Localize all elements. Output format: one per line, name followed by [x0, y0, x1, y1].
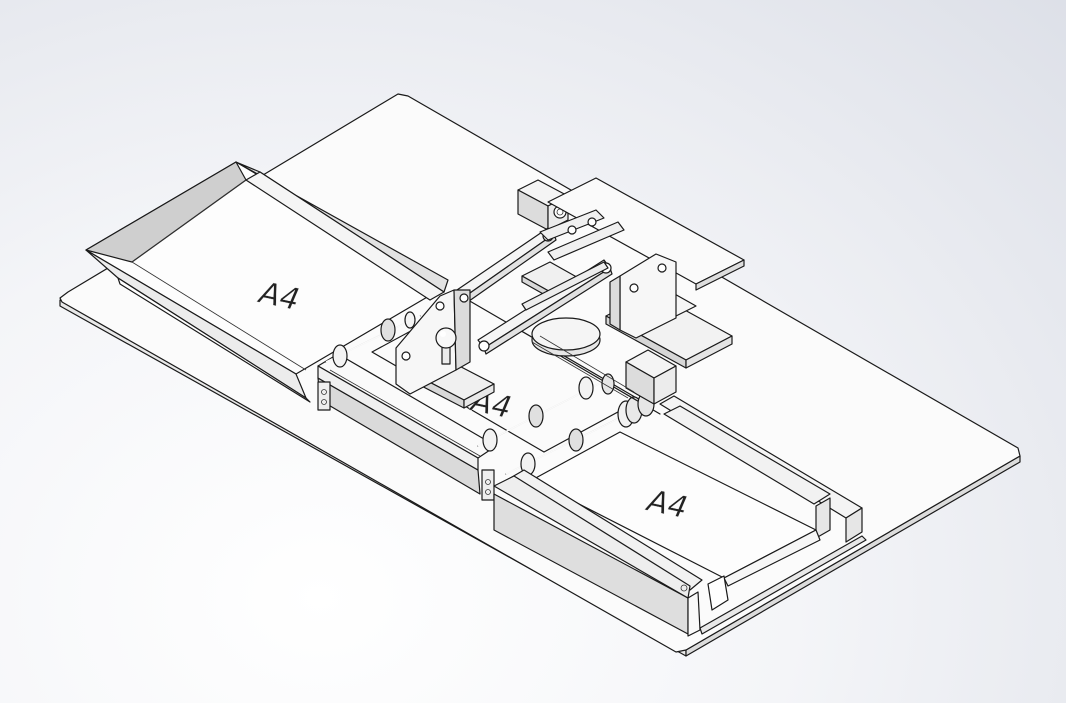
gripper-ball-knob[interactable]: [435, 327, 457, 365]
left-conveyor-rail: [317, 353, 497, 501]
left-arm-support-plate: [395, 289, 471, 395]
front-stepper-motor[interactable]: [625, 349, 677, 405]
right-arm-support-plate: [609, 253, 677, 339]
input-tray-paper-label: A4: [254, 275, 302, 318]
output-tray-paper-label: A4: [642, 483, 690, 526]
drive-belt: [531, 335, 635, 399]
rail-end-bracket-left: [317, 381, 331, 411]
linkage-arm-rear[interactable]: [521, 209, 625, 311]
roller-shaft-lower[interactable]: [505, 396, 643, 476]
roller-shaft-upper[interactable]: [325, 311, 421, 368]
rear-drive-shaft[interactable]: [539, 343, 661, 417]
input-tray[interactable]: A4: [85, 161, 449, 403]
output-tray[interactable]: A4: [493, 395, 867, 637]
rail-end-bracket-right: [481, 469, 495, 501]
roller-shaft-middle[interactable]: [477, 376, 611, 452]
